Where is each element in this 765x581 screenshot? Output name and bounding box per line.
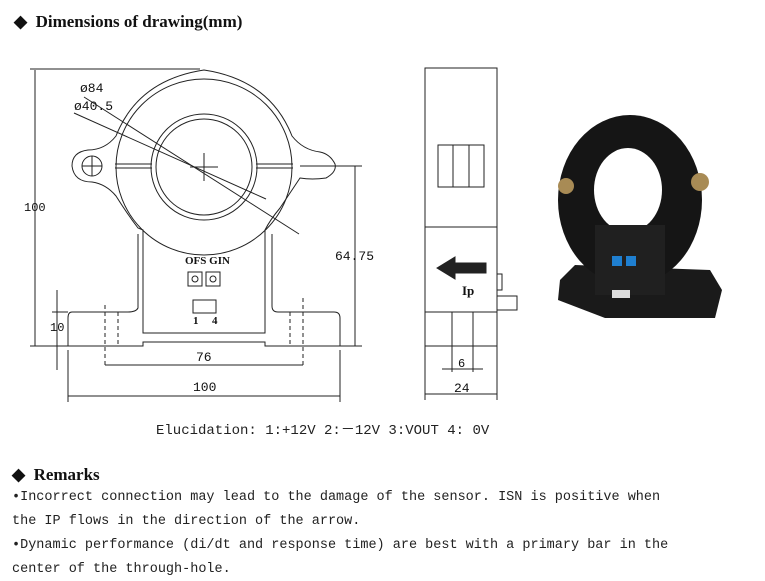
sensor-photo <box>558 115 722 318</box>
diamond-icon: ◆ <box>14 12 28 31</box>
center-height-label: 64.75 <box>335 249 375 264</box>
remark-line: •Incorrect connection may lead to the da… <box>12 490 661 505</box>
base-height-label: 10 <box>50 321 65 335</box>
remarks-heading: ◆ Remarks <box>12 465 100 484</box>
hole-spacing-label: 76 <box>196 350 212 365</box>
inner-diameter-label: ø40.5 <box>74 99 114 114</box>
dimensions-heading: ◆ Dimensions of drawing(mm) <box>14 12 243 31</box>
depth-label: 24 <box>454 381 470 396</box>
pots-label: OFS GIN <box>185 255 230 267</box>
pin-elucidation: Elucidation: 1:+12V 2:－12V 3:VOUT 4: 0V <box>156 423 490 439</box>
diamond-icon: ◆ <box>12 465 26 484</box>
remark-line: center of the through-hole. <box>12 562 231 577</box>
remark-line: the IP flows in the direction of the arr… <box>12 514 361 529</box>
front-view <box>30 68 362 402</box>
side-view <box>424 67 518 400</box>
height-label: 100 <box>24 201 46 215</box>
width-label: 100 <box>193 380 217 395</box>
slot-width-label: 6 <box>458 357 466 371</box>
remark-line: •Dynamic performance (di/dt and response… <box>12 538 669 553</box>
dimension-drawing <box>30 67 722 402</box>
outer-diameter-label: ø84 <box>80 81 104 96</box>
current-arrow-label: Ip <box>462 283 475 298</box>
pin-4-label: 4 <box>212 315 218 327</box>
pin-1-label: 1 <box>193 315 199 327</box>
